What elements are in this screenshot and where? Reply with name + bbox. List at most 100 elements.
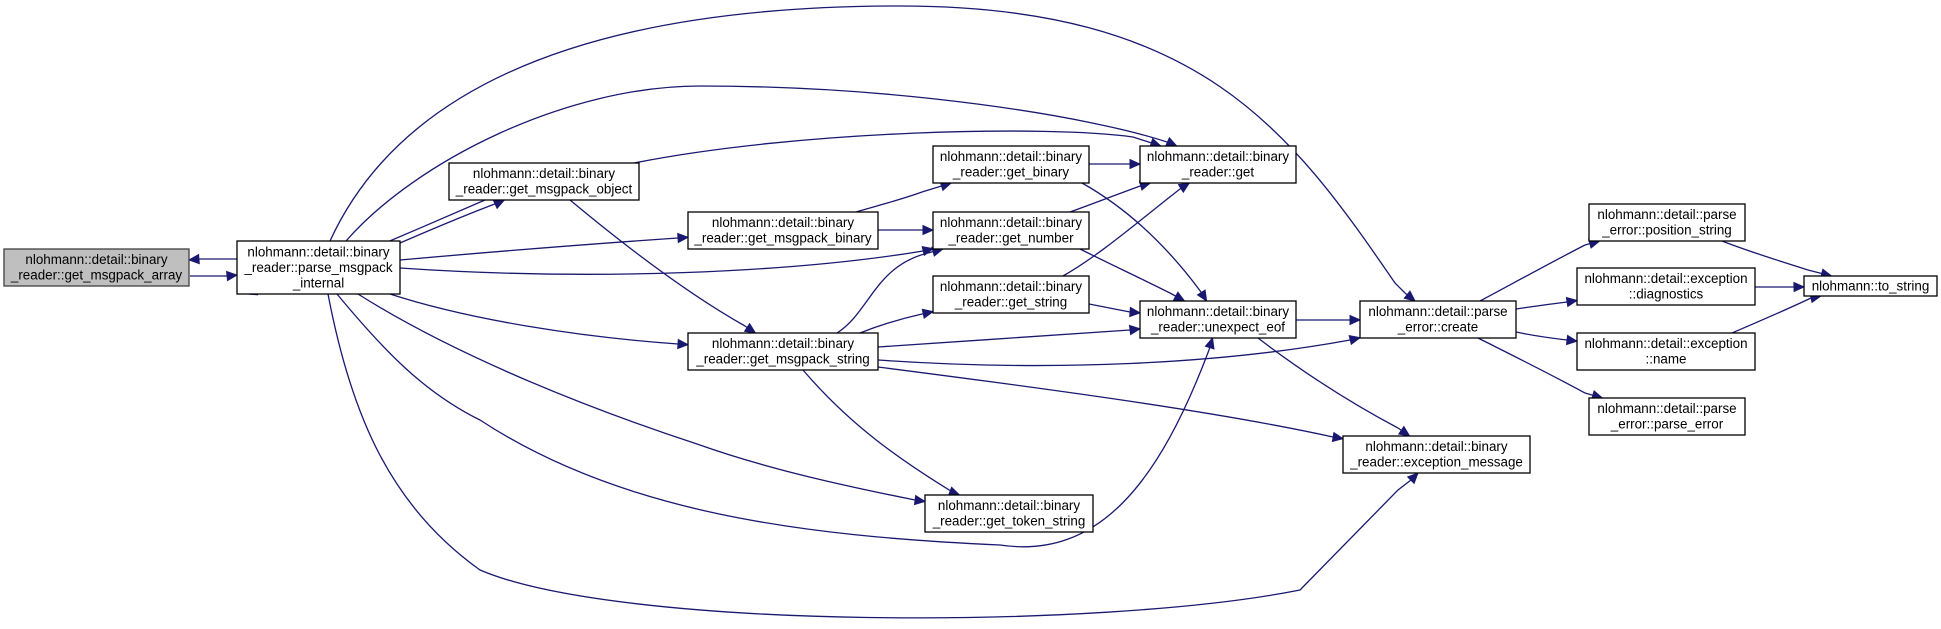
- node-label-line: nlohmann::detail::parse: [1368, 304, 1507, 319]
- node-label-line: _reader::get_msgpack_array: [10, 268, 182, 283]
- edge-connector: [1349, 337, 1361, 341]
- edge-connector: [1566, 299, 1578, 303]
- node-label-line: _reader::parse_msgpack: [243, 260, 392, 275]
- edge-get_msgpack_binary-to-get_binary: [855, 181, 953, 213]
- edge-unexpect_eof-to-parse_error_create: [1295, 314, 1362, 326]
- edge-line: [1257, 337, 1399, 429]
- node-get-msgpack-object[interactable]: nlohmann::detail::binary_reader::get_msg…: [448, 162, 640, 201]
- edge-parse_msgpack_internal-to-get_msgpack_array: [187, 253, 237, 265]
- edge-connector: [1169, 292, 1185, 302]
- node-label-line: _reader::exception_message: [1349, 455, 1523, 470]
- edge-get_string-to-get: [1062, 182, 1191, 277]
- node-box: [236, 240, 401, 295]
- edge-line: [389, 293, 679, 345]
- edge-connector: [1584, 392, 1603, 399]
- edge-connector: [1397, 427, 1410, 437]
- edge-parse_error_create-to-diagnostics: [1515, 296, 1579, 310]
- edge-line: [1062, 188, 1181, 277]
- edge-connector: [927, 248, 943, 254]
- edge-line: [1721, 240, 1809, 271]
- node-label-line: _error::create: [1397, 320, 1478, 335]
- edge-connector: [921, 310, 934, 315]
- edge-parse_msgpack_internal-to-get_msgpack_binary: [399, 232, 690, 261]
- edge-get_msgpack_object-to-get: [633, 130, 1162, 164]
- node-label-line: nlohmann::detail::binary: [1147, 149, 1289, 164]
- edge-line: [1731, 297, 1812, 334]
- node-label-line: nlohmann::detail::binary: [712, 336, 854, 351]
- node-get-binary[interactable]: nlohmann::detail::binary_reader::get_bin…: [932, 145, 1090, 184]
- node-box: [1576, 267, 1756, 306]
- node-box: [1803, 275, 1938, 297]
- node-box: [1139, 145, 1297, 184]
- edge-line: [1515, 301, 1568, 310]
- node-get-number[interactable]: nlohmann::detail::binary_reader::get_num…: [932, 211, 1090, 250]
- edge-connector: [188, 258, 201, 261]
- node-label-line: _reader::get_number: [947, 231, 1074, 246]
- node-diagnostics[interactable]: nlohmann::detail::exception::diagnostics: [1576, 267, 1756, 306]
- node-label-line: nlohmann::detail::binary: [940, 149, 1082, 164]
- edge-connector: [1332, 436, 1344, 440]
- node-to-string[interactable]: nlohmann::to_string: [1803, 275, 1938, 297]
- node-box: [932, 211, 1090, 250]
- edge-line: [877, 339, 1351, 367]
- node-label-line: nlohmann::detail::binary: [1147, 304, 1289, 319]
- node-exception-message[interactable]: nlohmann::detail::binary_reader::excepti…: [1342, 435, 1531, 474]
- edge-get_number-to-unexpect_eof: [1079, 248, 1186, 302]
- edge-get_string-to-unexpect_eof: [1088, 303, 1142, 318]
- node-label-line: nlohmann::detail::binary: [473, 166, 615, 181]
- edge-parse_msgpack_internal-to-unexpect_eof: [336, 293, 1215, 548]
- edge-parse_msgpack_internal-to-get_token_string: [357, 293, 927, 506]
- edge-line: [1088, 303, 1131, 313]
- edge-get_binary-to-unexpect_eof: [1081, 182, 1208, 303]
- edge-line: [1079, 248, 1171, 294]
- edge-get_binary-to-get: [1089, 158, 1142, 170]
- edge-parse_msgpack_internal-to-get_number: [399, 245, 935, 275]
- node-label-line: nlohmann::detail::binary: [712, 215, 854, 230]
- node-parse-error-create[interactable]: nlohmann::detail::parse_error::create: [1359, 300, 1517, 339]
- edge-get_msgpack_object-to-get_msgpack_string: [569, 199, 757, 334]
- node-box: [1342, 435, 1531, 474]
- node-box: [1588, 397, 1746, 436]
- node-box: [1359, 300, 1517, 339]
- node-box: [3, 248, 190, 287]
- edge-connector: [1410, 472, 1419, 481]
- edge-line: [855, 191, 923, 213]
- edge-diagnostics-to-to_string: [1755, 281, 1806, 293]
- node-box: [1139, 300, 1297, 339]
- node-position-string[interactable]: nlohmann::detail::parse_error::position_…: [1588, 203, 1746, 242]
- nodes-layer: nlohmann::detail::binary_reader::get_msg…: [3, 145, 1938, 533]
- edge-get_number-to-get: [1069, 180, 1152, 213]
- edge-line: [336, 293, 1210, 548]
- node-get-msgpack-array[interactable]: nlohmann::detail::binary_reader::get_msg…: [3, 248, 190, 287]
- edge-parse_msgpack_internal-to-get_msgpack_object: [399, 199, 506, 244]
- edge-line: [633, 130, 1134, 164]
- node-label-line: nlohmann::detail::binary: [940, 279, 1082, 294]
- node-label-line: _internal: [292, 275, 344, 290]
- node-unexpect-eof[interactable]: nlohmann::detail::binary_reader::unexpec…: [1139, 300, 1297, 339]
- node-label-line: nlohmann::detail::binary: [25, 252, 167, 267]
- node-label-line: _reader::get: [1181, 165, 1254, 180]
- edge-line: [877, 329, 1131, 348]
- edge-connector: [1129, 328, 1141, 331]
- node-label-line: nlohmann::detail::binary: [247, 244, 389, 259]
- edge-line: [859, 313, 923, 334]
- node-get-msgpack-string[interactable]: nlohmann::detail::binary_reader::get_msg…: [687, 332, 879, 371]
- node-get-token-string[interactable]: nlohmann::detail::binary_reader::get_tok…: [924, 494, 1094, 533]
- edge-unexpect_eof-to-exception_message: [1257, 337, 1411, 437]
- node-get-msgpack-binary[interactable]: nlohmann::detail::binary_reader::get_msg…: [687, 211, 879, 250]
- edge-get_msgpack_string-to-unexpect_eof: [877, 324, 1142, 348]
- node-get[interactable]: nlohmann::detail::binary_reader::get: [1139, 145, 1297, 184]
- node-name[interactable]: nlohmann::detail::exception::name: [1576, 332, 1756, 371]
- edge-parse_msgpack_internal-to-parse_error_create: [329, 5, 1416, 302]
- edge-connector: [1129, 311, 1141, 314]
- edge-line: [836, 252, 929, 334]
- edge-get_msgpack_string-to-parse_error_create: [877, 334, 1362, 367]
- node-parse-msgpack-internal[interactable]: nlohmann::detail::binary_reader::parse_m…: [236, 240, 401, 295]
- edge-line: [327, 293, 1412, 619]
- node-get-string[interactable]: nlohmann::detail::binary_reader::get_str…: [932, 275, 1090, 314]
- node-label-line: _reader::get_string: [954, 295, 1067, 310]
- edge-connector: [1404, 292, 1416, 302]
- node-parse-error[interactable]: nlohmann::detail::parse_error::parse_err…: [1588, 397, 1746, 436]
- edge-parse_msgpack_internal-to-exception_message: [327, 293, 1419, 619]
